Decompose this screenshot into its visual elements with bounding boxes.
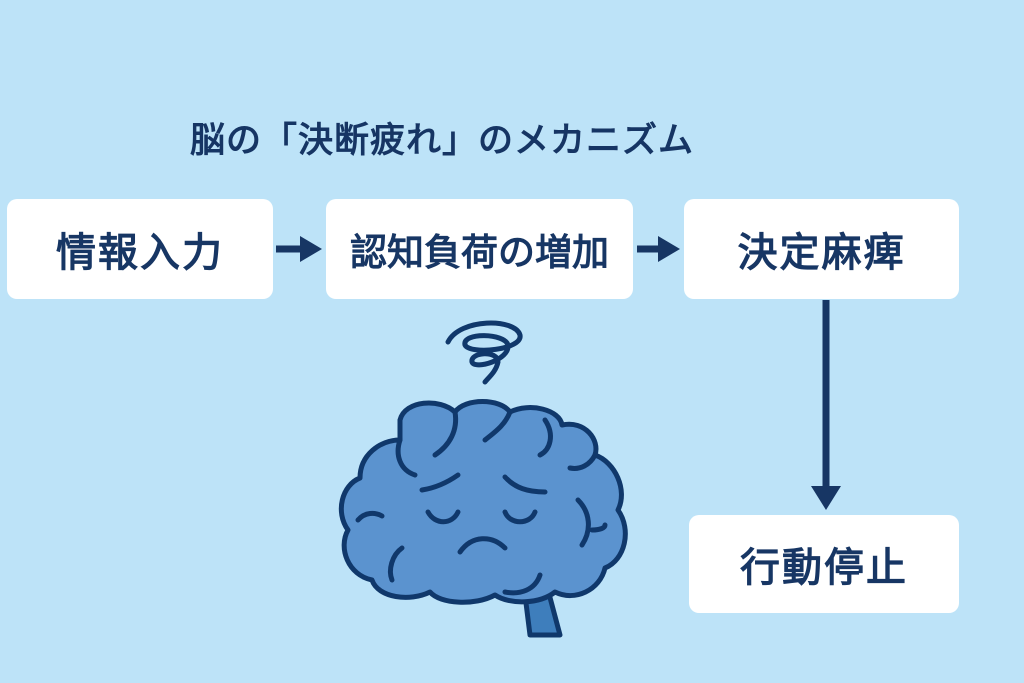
step-action-stop: 行動停止 — [689, 515, 959, 613]
arrow-right-icon — [276, 236, 322, 262]
step-information-input: 情報入力 — [7, 199, 273, 299]
diagram-title: 脳の「決断疲れ」のメカニズム — [190, 121, 695, 161]
dizzy-spiral-icon — [445, 320, 523, 385]
step-decision-paralysis: 決定麻痺 — [684, 199, 959, 299]
arrow-right-icon — [637, 236, 680, 262]
tired-brain-icon — [338, 399, 628, 638]
arrow-down-icon — [811, 300, 841, 510]
step-cognitive-load-increase: 認知負荷の増加 — [326, 199, 633, 299]
